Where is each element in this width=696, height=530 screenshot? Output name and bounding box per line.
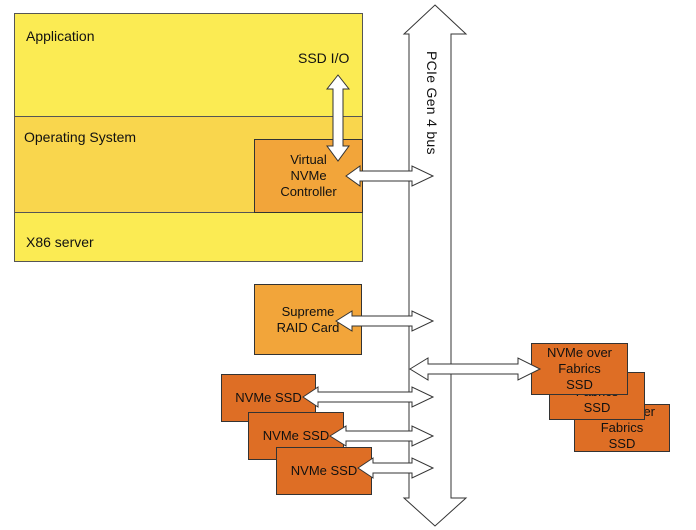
raid-bus-arrow: [335, 310, 435, 332]
application-label: Application: [26, 28, 95, 44]
controller-line-2: NVMe: [290, 168, 327, 183]
nvme-ssd-3-label: NVMe SSD: [290, 463, 358, 478]
fabrics-front-line-1: NVMe over: [546, 345, 613, 360]
fabrics-front-line-3: SSD: [566, 377, 593, 392]
nvme-ssd-3: NVMe SSD: [276, 447, 372, 495]
x86-server-layer: [14, 212, 363, 262]
ssd1-bus-arrow: [302, 386, 435, 408]
fabrics-back-line-2: Fabrics: [600, 420, 644, 435]
fabrics-back-line-3: SSD: [608, 436, 636, 451]
ssd-io-arrow: [325, 74, 351, 162]
application-layer: [14, 13, 363, 117]
fabrics-mid-line-2: SSD: [583, 400, 611, 415]
controller-line-3: Controller: [280, 184, 337, 199]
controller-line-1: Virtual: [290, 152, 327, 167]
controller-bus-arrow: [345, 165, 435, 187]
x86-server-label: X86 server: [26, 234, 94, 250]
fabrics-front-line-2: Fabrics: [558, 361, 601, 376]
ssd-io-label: SSD I/O: [298, 50, 350, 66]
raid-line-1: Supreme: [281, 303, 335, 319]
raid-line-2: RAID Card: [276, 319, 340, 335]
fabrics-ssd-front: NVMe over Fabrics SSD: [531, 343, 628, 395]
operating-system-label: Operating System: [24, 129, 137, 145]
ssd3-bus-arrow: [357, 457, 435, 479]
ssd2-bus-arrow: [329, 425, 435, 447]
nvme-ssd-2-label: NVMe SSD: [262, 428, 330, 443]
pcie-bus-label: PCIe Gen 4 bus: [424, 51, 440, 155]
nvme-ssd-1-label: NVMe SSD: [235, 390, 302, 405]
fabrics-bus-arrow: [409, 357, 542, 381]
